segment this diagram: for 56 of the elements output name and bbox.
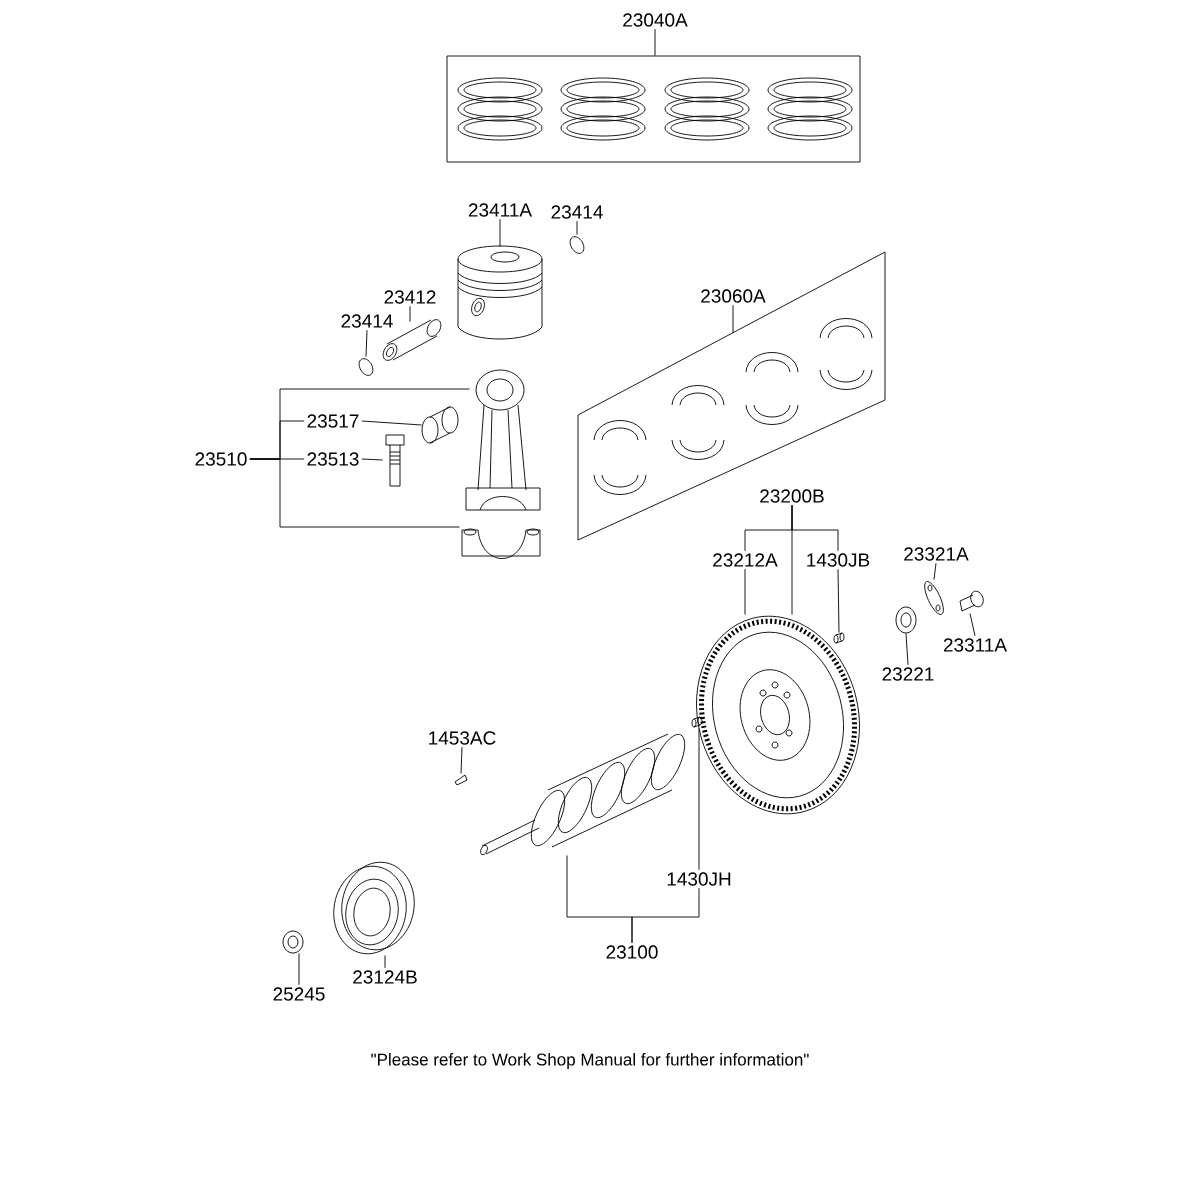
bushing-drawing bbox=[421, 406, 459, 444]
snap-ring-drawing bbox=[569, 236, 585, 254]
bolt-drawing bbox=[959, 590, 984, 612]
leader-line bbox=[654, 28, 656, 56]
bearing-drawing bbox=[895, 606, 917, 634]
dowel-pin-drawing bbox=[833, 632, 845, 644]
callout-number: 23414 bbox=[548, 203, 606, 221]
dowel-pin-drawing bbox=[691, 716, 703, 728]
callout-number: 23060A bbox=[698, 287, 768, 305]
leader-line bbox=[361, 458, 383, 461]
callout-number: 23510 bbox=[192, 450, 250, 468]
callout-number: 23311A bbox=[940, 636, 1010, 654]
callout-number: 23411A bbox=[465, 201, 535, 219]
callout-number: 23221 bbox=[879, 665, 937, 683]
callout-number: 23200B bbox=[757, 487, 827, 505]
leader-line bbox=[969, 613, 976, 637]
leader-line bbox=[460, 746, 463, 774]
callout-number: 23124B bbox=[350, 968, 420, 986]
leader-line bbox=[361, 420, 422, 426]
pulley-drawing bbox=[333, 861, 415, 955]
bolt-drawing bbox=[385, 434, 405, 487]
lock-plate-drawing bbox=[924, 581, 944, 615]
callout-number: 23321A bbox=[901, 545, 971, 563]
flywheel-drawing bbox=[696, 615, 860, 815]
leader-line bbox=[744, 568, 746, 615]
leader-line bbox=[298, 953, 300, 986]
callout-number: 23212A bbox=[710, 551, 780, 569]
leader-line bbox=[576, 220, 578, 235]
leader-line bbox=[631, 887, 700, 944]
leader-line bbox=[384, 955, 386, 969]
leader-line bbox=[933, 562, 937, 580]
connecting-rod-drawing bbox=[465, 369, 541, 511]
leader-line bbox=[409, 305, 411, 322]
callout-number: 23100 bbox=[603, 943, 661, 961]
leader-line bbox=[905, 633, 909, 666]
callout-number: 1453AC bbox=[425, 729, 499, 747]
leader-line bbox=[499, 218, 501, 247]
callout-number: 23412 bbox=[381, 288, 439, 306]
callout-number: 25245 bbox=[270, 985, 328, 1003]
leader-line bbox=[791, 504, 839, 552]
leader-line bbox=[837, 568, 840, 633]
piston-drawing bbox=[457, 245, 543, 340]
snap-ring-drawing bbox=[358, 358, 374, 376]
callout-number: 23513 bbox=[304, 450, 362, 468]
nut-drawing bbox=[282, 930, 304, 954]
callout-number: 23517 bbox=[304, 412, 362, 430]
leader-line bbox=[732, 304, 734, 334]
leader-line bbox=[249, 458, 460, 528]
key-drawing bbox=[454, 774, 468, 786]
callout-number: 23414 bbox=[338, 312, 396, 330]
callout-number: 1430JB bbox=[803, 551, 873, 569]
callout-number: 1430JH bbox=[664, 870, 734, 888]
note-text: "Please refer to Work Shop Manual for further information" bbox=[371, 1053, 809, 1069]
rod-cap-drawing bbox=[461, 528, 541, 559]
leader-line bbox=[365, 329, 368, 357]
callout-number: 23040A bbox=[620, 11, 690, 29]
